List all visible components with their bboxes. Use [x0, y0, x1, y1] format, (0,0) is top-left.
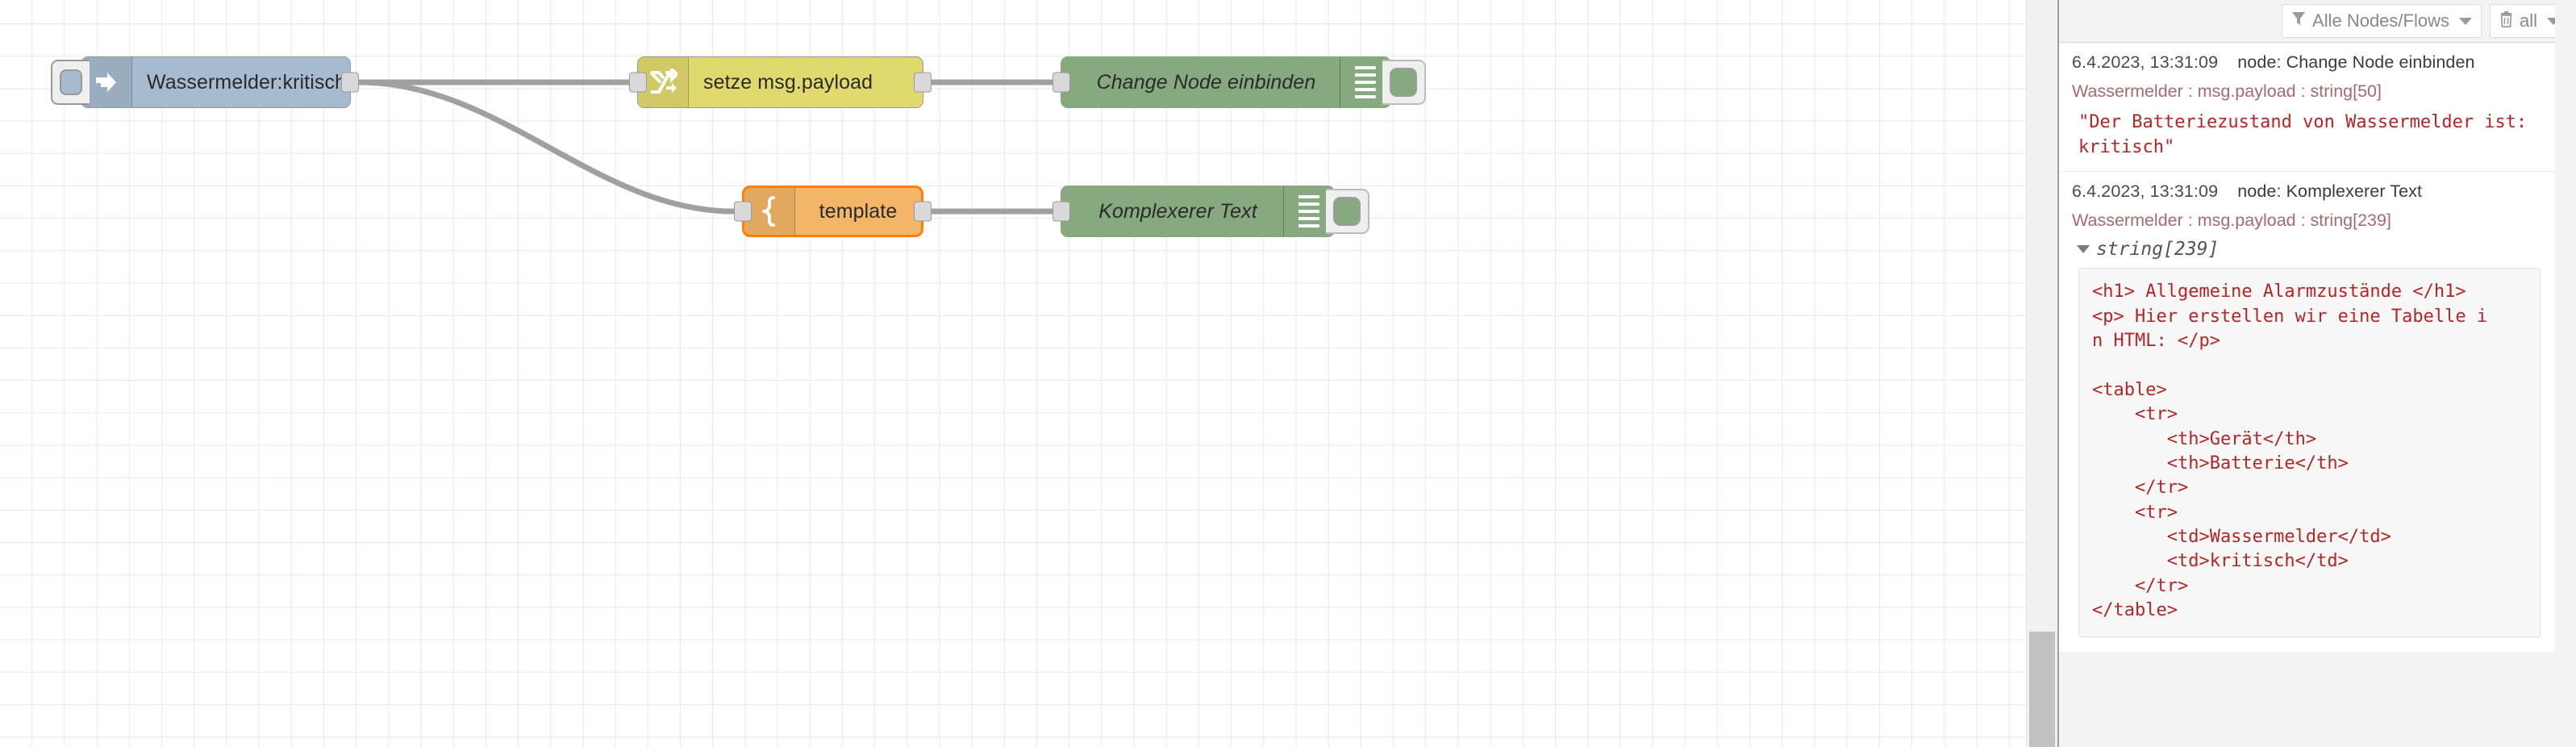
filter-label: Alle Nodes/Flows	[2312, 10, 2449, 31]
sidebar-vertical-scrollbar[interactable]	[2555, 0, 2576, 747]
debug-message-list: 6.4.2023, 13:31:09 node: Change Node ein…	[2059, 43, 2555, 653]
triangle-down-icon[interactable]	[2077, 245, 2090, 254]
debug-source-node[interactable]: node: Change Node einbinden	[2237, 52, 2475, 72]
debug-toggle-square-icon	[1333, 197, 1361, 226]
node-label: Wassermelder:kritisch	[147, 70, 347, 94]
node-debug-komplexerer-text[interactable]: Komplexerer Text	[1052, 186, 1369, 237]
node-label: template	[819, 199, 898, 223]
node-template[interactable]: template	[734, 186, 932, 237]
debug-enable-toggle[interactable]	[1382, 60, 1426, 105]
change-swap-icon	[638, 57, 689, 107]
chevron-down-icon[interactable]	[2547, 17, 2560, 25]
debug-message-scroll[interactable]: 6.4.2023, 13:31:09 node: Change Node ein…	[2059, 43, 2576, 747]
input-port[interactable]	[1052, 72, 1070, 93]
debug-timestamp: 6.4.2023, 13:31:09	[2072, 182, 2219, 202]
node-inject-wassermelder[interactable]: Wassermelder:kritisch	[51, 56, 359, 108]
debug-message[interactable]: 6.4.2023, 13:31:09 node: Change Node ein…	[2059, 43, 2555, 173]
flow-canvas[interactable]: Wassermelder:kritisch setze msg.payload …	[0, 0, 2026, 747]
wire-layer	[356, 79, 1055, 215]
debug-toggle-square-icon	[1390, 68, 1417, 97]
node-debug-change-node-einbinden[interactable]: Change Node einbinden	[1052, 56, 1426, 108]
input-port[interactable]	[1052, 201, 1070, 222]
canvas-scroll-thumb[interactable]	[2029, 632, 2055, 747]
node-change-setze-payload[interactable]: setze msg.payload	[629, 56, 932, 108]
debug-source-node[interactable]: node: Komplexerer Text	[2237, 182, 2423, 202]
debug-message[interactable]: 6.4.2023, 13:31:09 node: Komplexerer Tex…	[2059, 172, 2555, 653]
canvas-vertical-scrollbar[interactable]	[2026, 0, 2057, 747]
chevron-down-icon[interactable]	[2458, 17, 2472, 25]
debug-message-topic: Wassermelder : msg.payload : string[50]	[2072, 81, 2382, 101]
debug-message-header: 6.4.2023, 13:31:09 node: Change Node ein…	[2072, 52, 2542, 73]
inject-trigger-button[interactable]	[51, 60, 90, 105]
node-label: Komplexerer Text	[1098, 199, 1257, 223]
debug-hamburger-icon	[1340, 57, 1390, 107]
debug-message-header: 6.4.2023, 13:31:09 node: Komplexerer Tex…	[2072, 182, 2542, 202]
debug-hamburger-icon	[1283, 186, 1334, 236]
output-port[interactable]	[914, 201, 932, 222]
node-label: setze msg.payload	[703, 70, 873, 94]
node-label: Change Node einbinden	[1096, 70, 1316, 94]
inject-arrow-icon	[81, 57, 132, 107]
clear-label: all	[2519, 10, 2537, 31]
debug-timestamp: 6.4.2023, 13:31:09	[2072, 52, 2219, 72]
funnel-icon	[2291, 10, 2306, 31]
output-port[interactable]	[914, 72, 932, 93]
debug-sidebar: Alle Nodes/Flows all	[2057, 0, 2576, 747]
trash-icon	[2499, 10, 2513, 32]
output-port[interactable]	[341, 72, 359, 93]
inject-trigger-square-icon	[60, 69, 82, 95]
input-port[interactable]	[734, 201, 752, 222]
template-brace-icon	[744, 188, 795, 235]
input-port[interactable]	[629, 72, 647, 93]
debug-message-value: "Der Batteriezustand von Wassermelder is…	[2078, 112, 2538, 158]
debug-expand-row[interactable]: string[239]	[2072, 239, 2542, 260]
debug-expand-label: string[239]	[2096, 239, 2220, 261]
debug-enable-toggle[interactable]	[1326, 189, 1369, 234]
debug-sidebar-toolbar: Alle Nodes/Flows all	[2059, 0, 2576, 43]
debug-message-code: <h1> Allgemeine Alarmzustände </h1> <p> …	[2078, 268, 2541, 637]
filter-nodes-flows-button[interactable]: Alle Nodes/Flows	[2282, 4, 2482, 38]
debug-message-topic: Wassermelder : msg.payload : string[239]	[2072, 211, 2391, 231]
